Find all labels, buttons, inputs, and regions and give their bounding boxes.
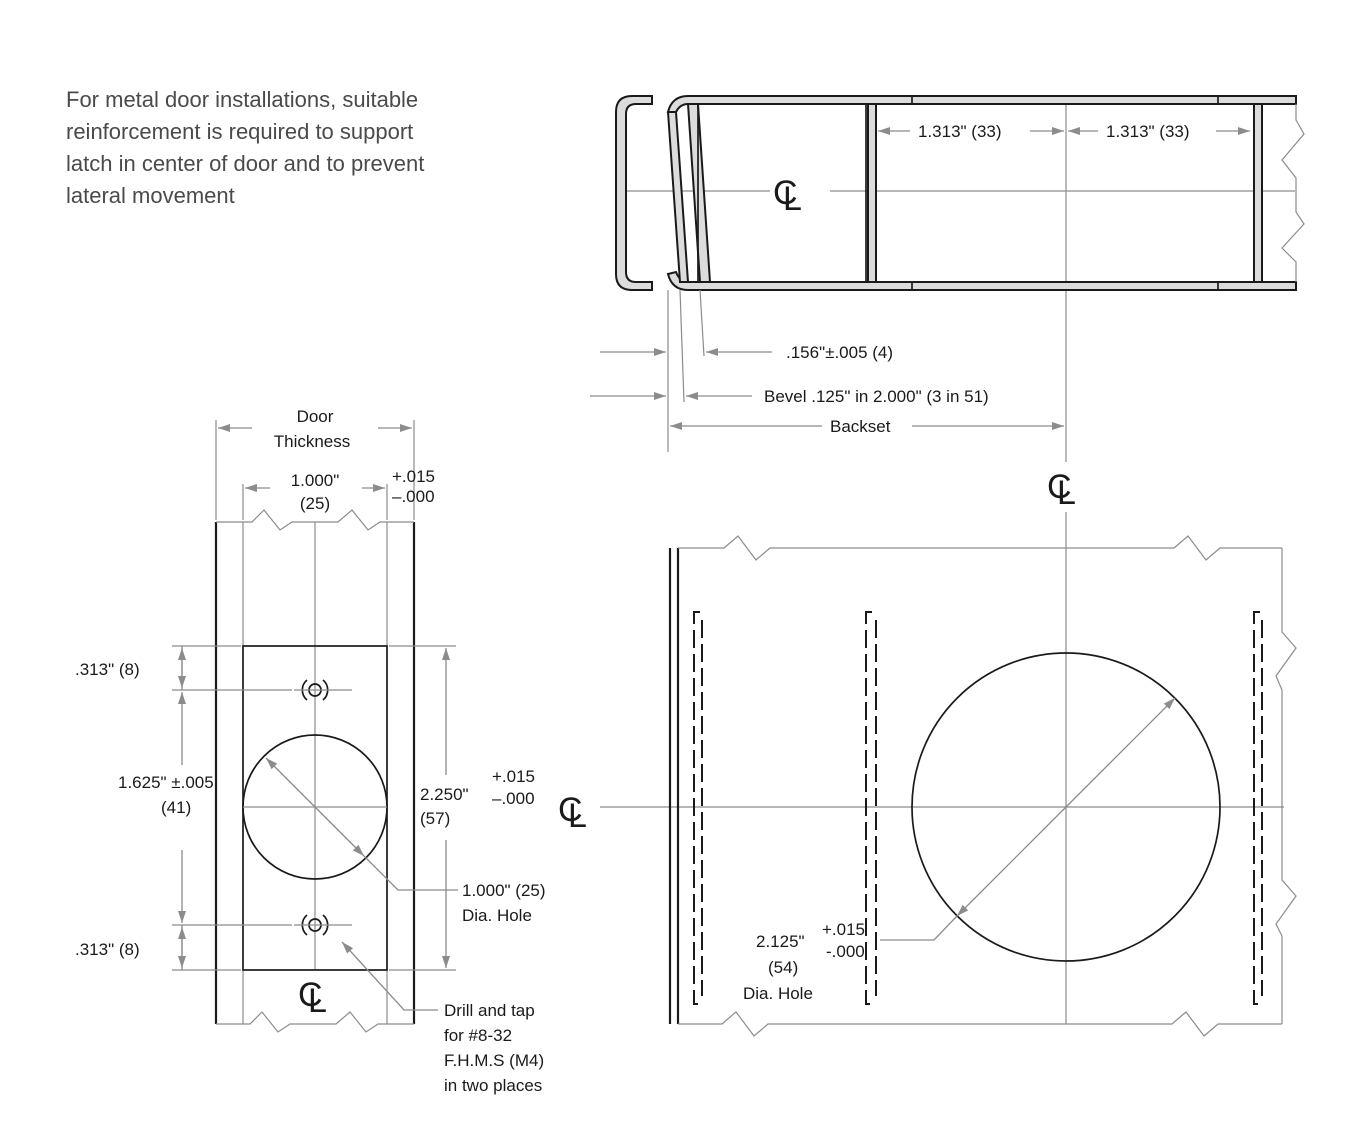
bottom-offset-label: .313" (8) [75, 940, 140, 959]
hidden-line [865, 611, 872, 1005]
half-width-right-label: 1.313" (33) [1106, 122, 1190, 141]
edge-hole-dia-text: Dia. Hole [462, 906, 532, 925]
hole-spacing-mm-label: (41) [161, 798, 191, 817]
screw-hole-bottom [294, 914, 352, 936]
height-tol-minus: –.000 [492, 789, 535, 808]
break-line [1281, 104, 1305, 282]
hidden-line [693, 611, 700, 1005]
centerline-symbol-mid: CL [558, 791, 587, 835]
backset-label: Backset [830, 417, 891, 436]
door-thickness-line2: Thickness [274, 432, 351, 451]
bevel-strip-inner [686, 103, 712, 283]
note-line: latch in center of door and to prevent [66, 151, 425, 176]
cross-bore [911, 652, 1221, 962]
drill-note-line: for #8-32 [444, 1026, 512, 1045]
face-hole-dia-mm: (54) [768, 958, 798, 977]
reinforcement-plate-right [1253, 103, 1263, 283]
face-view: CL 2.125" +.015 -.000 (54) Dia. Hole [600, 468, 1297, 1037]
drill-note-line: F.H.M.S (M4) [444, 1051, 544, 1070]
note-line: For metal door installations, suitable [66, 87, 419, 112]
door-thickness-line1: Door [297, 407, 334, 426]
height-mm-label: (57) [420, 809, 450, 828]
edge-view: Door Thickness 1.000" (25) +.015 –.000 .… [75, 407, 587, 1095]
width-mm-label: (25) [300, 494, 330, 513]
height-tol-plus: +.015 [492, 767, 535, 786]
break-line-bottom [216, 1011, 414, 1033]
centerline-symbol-top: CL [1047, 468, 1076, 512]
bottom-skin [666, 270, 1297, 291]
strike-bracket [615, 95, 653, 291]
hidden-line [1253, 611, 1260, 1005]
installation-note: For metal door installations, suitable r… [66, 84, 486, 212]
latch-body [697, 103, 867, 283]
face-hole-dia-label: 2.125" [756, 932, 805, 951]
note-line: lateral movement [66, 183, 235, 208]
bevel-strip-outer [666, 111, 690, 283]
top-offset-label: .313" (8) [75, 660, 140, 679]
break-line-right [1275, 548, 1297, 1024]
edge-hole-dia-label: 1.000" (25) [462, 881, 546, 900]
width-tol-minus: –.000 [392, 487, 435, 506]
width-label: 1.000" [291, 471, 340, 490]
screw-hole-top [294, 679, 352, 701]
hole-spacing-label: 1.625" ±.005 [118, 773, 214, 792]
break-line-top [678, 535, 1282, 561]
drill-note-line: in two places [444, 1076, 542, 1095]
half-width-left-label: 1.313" (33) [918, 122, 1002, 141]
thickness-label: .156"±.005 (4) [786, 343, 893, 362]
bevel-label: Bevel .125" in 2.000" (3 in 51) [764, 387, 989, 406]
reinforcement-plate-left [867, 103, 877, 283]
centerline-symbol-bottom: CL [298, 976, 327, 1020]
width-tol-plus: +.015 [392, 467, 435, 486]
break-line-bottom [678, 1011, 1282, 1037]
drill-note-line: Drill and tap [444, 1001, 535, 1020]
note-line: reinforcement is required to support [66, 119, 414, 144]
face-hole-tol-plus: +.015 [822, 920, 865, 939]
centerline-symbol: CL [773, 174, 802, 218]
face-hole-dia-text: Dia. Hole [743, 984, 813, 1003]
face-hole-tol-minus: -.000 [826, 942, 865, 961]
top-view: CL 1.313" (33) 1.313" (33) .156"±.005 (4… [590, 95, 1305, 462]
height-label: 2.250" [420, 785, 469, 804]
